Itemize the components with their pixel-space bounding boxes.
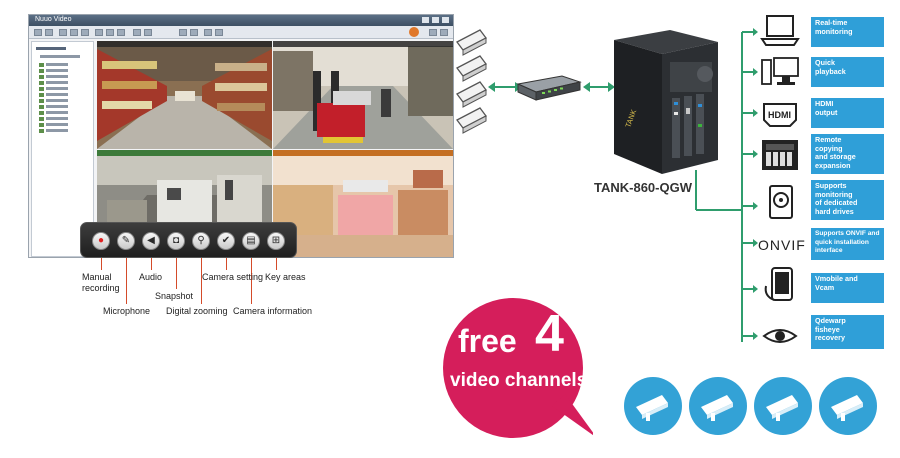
cctv-camera-icon	[819, 377, 877, 435]
onvif-logo-icon: ONVIF	[758, 237, 806, 253]
desktop-pc-icon	[761, 57, 799, 85]
fisheye-eye-icon	[762, 329, 798, 343]
toolbar-icon[interactable]	[70, 29, 78, 36]
svg-text:ONVIF: ONVIF	[758, 237, 806, 253]
toolbar-icon[interactable]	[81, 29, 89, 36]
label-digital-zooming: Digital zooming	[166, 306, 228, 316]
nvr-software-window: Nuuo Video	[28, 14, 454, 258]
toolbar-icon[interactable]	[204, 29, 212, 36]
svg-text:HDMI: HDMI	[768, 110, 791, 120]
toolbar-icon[interactable]	[190, 29, 198, 36]
ip-camera-icon	[456, 55, 487, 82]
camera-view-4[interactable]	[273, 150, 453, 257]
camera-icon[interactable]: ◘	[167, 232, 185, 250]
smartphone-icon	[764, 267, 793, 301]
info-icon[interactable]: ▤	[242, 232, 260, 250]
toolbar-icon[interactable]	[133, 29, 141, 36]
leader-line	[176, 258, 177, 289]
device-model-label: TANK-860-QGW	[594, 180, 692, 195]
tank-860-device-icon: TANK	[614, 30, 718, 174]
label-microphone: Microphone	[103, 306, 151, 316]
ip-camera-icon	[456, 107, 487, 134]
magnifier-icon[interactable]: ⚲	[192, 232, 210, 250]
record-icon[interactable]: ●	[92, 232, 110, 250]
toolbar-icon[interactable]	[34, 29, 42, 36]
toolbar-icon[interactable]	[179, 29, 187, 36]
hard-drive-icon	[769, 185, 793, 219]
laptop-icon	[760, 15, 800, 46]
leader-line	[276, 258, 277, 270]
toolbar-icon[interactable]	[144, 29, 152, 36]
cctv-camera-icon	[754, 377, 812, 435]
label-snapshot: Snapshot	[155, 291, 194, 301]
leader-line	[151, 258, 152, 270]
label-audio: Audio	[139, 272, 163, 282]
wrench-icon[interactable]: ✔	[217, 232, 235, 250]
camera-view-2[interactable]	[273, 41, 453, 149]
promo-free-text: free	[458, 323, 517, 359]
label-key-areas: Key areas	[265, 272, 306, 282]
toolbar-icon[interactable]	[95, 29, 103, 36]
leader-line	[226, 258, 227, 270]
microphone-icon[interactable]: ✎	[117, 232, 135, 250]
ip-camera-icon	[456, 29, 487, 56]
toolbar-icon[interactable]	[440, 29, 448, 36]
toolbar-icon[interactable]	[117, 29, 125, 36]
camera-view-1[interactable]	[97, 41, 272, 149]
double-arrow-icon	[583, 82, 615, 92]
window-controls[interactable]	[422, 17, 449, 23]
cctv-camera-icon	[689, 377, 747, 435]
window-titlebar: Nuuo Video	[29, 15, 453, 26]
toolbar-icon[interactable]	[45, 29, 53, 36]
software-toolbar	[29, 26, 453, 39]
label-camera-information: Camera information	[233, 306, 313, 316]
hdmi-icon: HDMI	[763, 103, 797, 127]
window-title: Nuuo Video	[35, 16, 72, 23]
promo-subtitle: video channels	[450, 370, 588, 391]
label-camera-setting: Camera setting	[202, 272, 264, 282]
leader-line	[101, 258, 102, 270]
label-manual-recording: Manual recording	[82, 272, 120, 293]
alarm-icon[interactable]	[409, 27, 419, 37]
promo-number: 4	[535, 305, 564, 363]
speaker-icon[interactable]: ◀	[142, 232, 160, 250]
network-switch-icon	[516, 75, 582, 101]
feature-connector-lines	[695, 32, 743, 342]
camera-control-toolbar: ● ✎ ◀ ◘ ⚲ ✔ ▤ ⊞	[80, 222, 297, 258]
ip-cameras-group	[456, 29, 487, 134]
toolbar-icon[interactable]	[59, 29, 67, 36]
cctv-camera-icon	[624, 377, 682, 435]
leader-line	[126, 258, 127, 304]
leader-line	[251, 258, 252, 304]
camera-tree-panel	[31, 41, 94, 257]
ip-camera-icon	[456, 81, 487, 108]
nas-storage-icon	[762, 140, 798, 170]
promo-speech-bubble	[443, 298, 593, 438]
toolbar-icon[interactable]	[429, 29, 437, 36]
toolbar-icon[interactable]	[215, 29, 223, 36]
leader-line	[201, 258, 202, 304]
key-areas-icon[interactable]: ⊞	[267, 232, 285, 250]
toolbar-icon[interactable]	[106, 29, 114, 36]
